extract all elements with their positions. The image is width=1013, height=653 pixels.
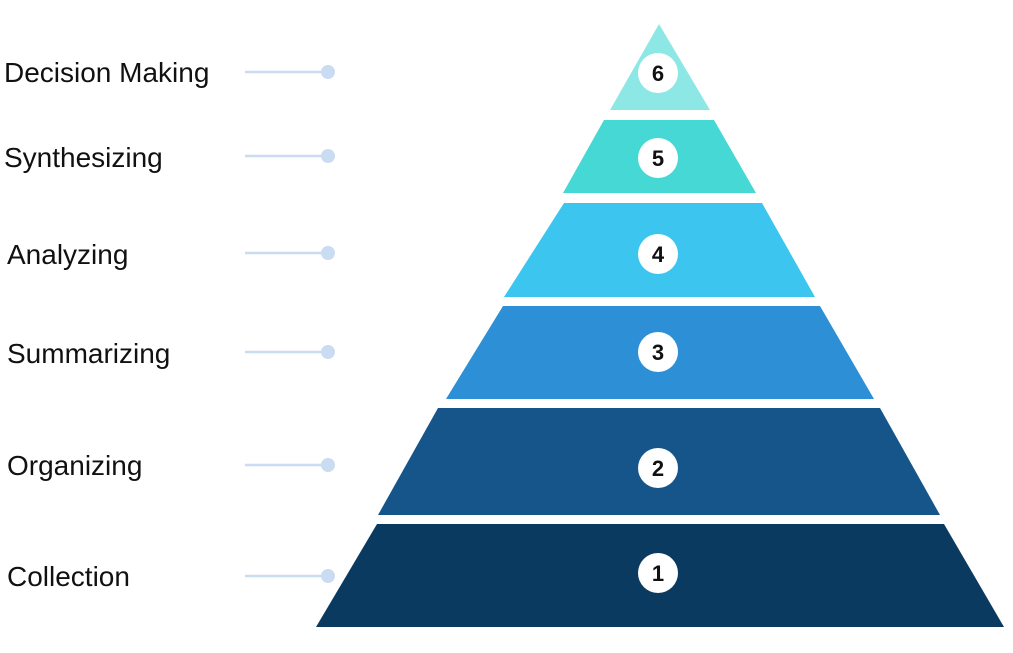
level-2-number: 2 [652,456,664,481]
level-1-number: 1 [652,561,664,586]
level-6-label: Decision Making [4,57,209,88]
level-5-number: 5 [652,146,664,171]
level-1-label: Collection [7,561,130,592]
level-1-badge [638,553,678,593]
level-1-dot [321,569,335,583]
level-6-number: 6 [652,61,664,86]
level-3: Summarizing 3 [7,306,874,399]
level-1: Collection 1 [7,524,1004,627]
level-4-dot [321,246,335,260]
level-4-label: Analyzing [7,239,128,270]
level-6-badge [638,53,678,93]
level-4-badge [638,234,678,274]
level-4: Analyzing 4 [7,203,815,297]
level-5: Synthesizing 5 [4,120,756,193]
level-2-label: Organizing [7,450,142,481]
level-2-badge [638,448,678,488]
level-6: Decision Making 6 [4,24,710,110]
level-5-badge [638,138,678,178]
level-5-dot [321,149,335,163]
level-3-label: Summarizing [7,338,170,369]
level-2: Organizing 2 [7,408,940,515]
level-3-badge [638,332,678,372]
level-3-number: 3 [652,340,664,365]
level-3-dot [321,345,335,359]
level-4-number: 4 [652,242,665,267]
level-5-label: Synthesizing [4,142,163,173]
level-2-dot [321,458,335,472]
level-6-dot [321,65,335,79]
